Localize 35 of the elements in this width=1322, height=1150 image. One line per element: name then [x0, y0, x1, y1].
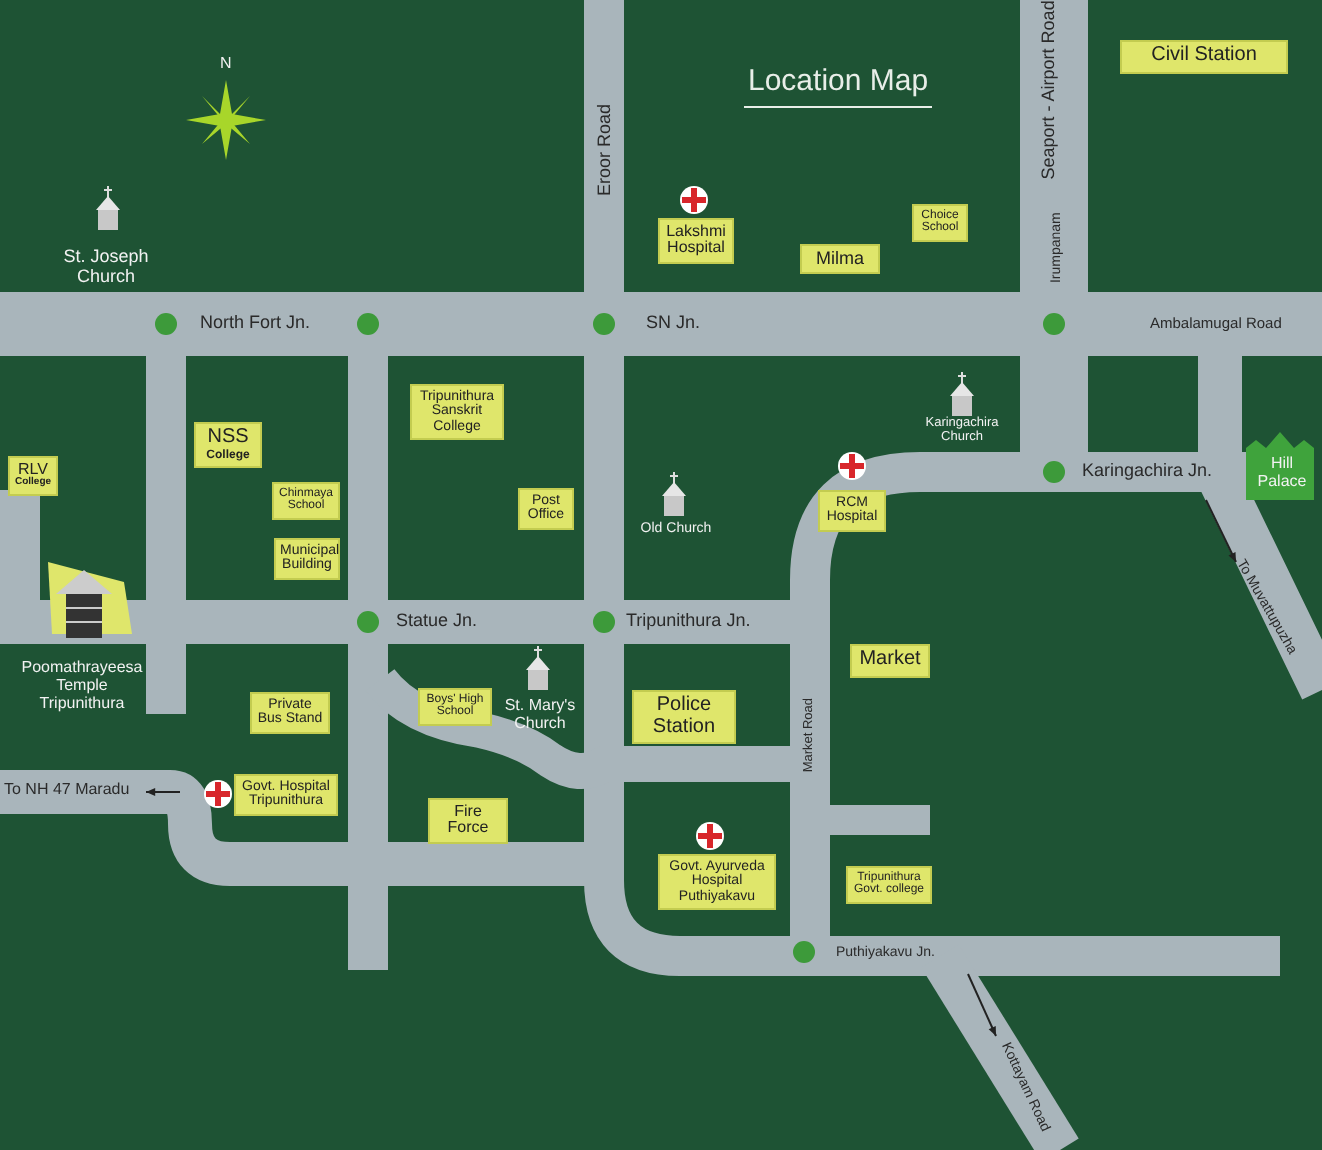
place-label: St. Joseph Church [61, 248, 151, 288]
place-box [912, 204, 968, 242]
road-name: Seaport - Airport Road [1039, 0, 1060, 180]
road-name: Eroor Road [596, 103, 616, 196]
road-name: To NH 47 Maradu [4, 782, 130, 800]
place-box [632, 690, 736, 744]
junction-name: Tripunithura Jn. [626, 612, 751, 632]
place-name: Police Station [650, 696, 718, 738]
place-box [418, 688, 492, 726]
place-name: Civil Station [1149, 46, 1259, 67]
place-name: RLV [18, 462, 48, 478]
place-label: Hill Palace [1255, 456, 1309, 492]
place-box [658, 854, 776, 911]
place-name: Fire Force [445, 804, 491, 838]
place-name: Lakshmi Hospital [664, 224, 728, 258]
place-box [850, 644, 930, 677]
place-label: St. Mary's Church [502, 698, 578, 734]
place-box [194, 422, 262, 468]
junction-name: SN Jn. [646, 314, 701, 334]
place-box [518, 488, 574, 530]
place-name: Milma [814, 250, 866, 269]
compass-label: N [220, 56, 232, 74]
place-box [800, 244, 880, 275]
junction-name: North Fort Jn. [200, 314, 311, 334]
junction-name: Karingachira Jn. [1082, 462, 1213, 482]
place-box [272, 482, 340, 520]
place-box [1120, 40, 1288, 73]
place-name: Market [857, 650, 923, 671]
junction-name: Statue Jn. [396, 612, 478, 632]
place-box [428, 798, 508, 844]
place-label: Poomathrayeesa Temple Tripunithura [20, 660, 144, 713]
map-title: Location Map [744, 66, 933, 107]
place-box [846, 866, 932, 904]
place-name: NSS [205, 428, 251, 449]
place-box [8, 456, 58, 496]
